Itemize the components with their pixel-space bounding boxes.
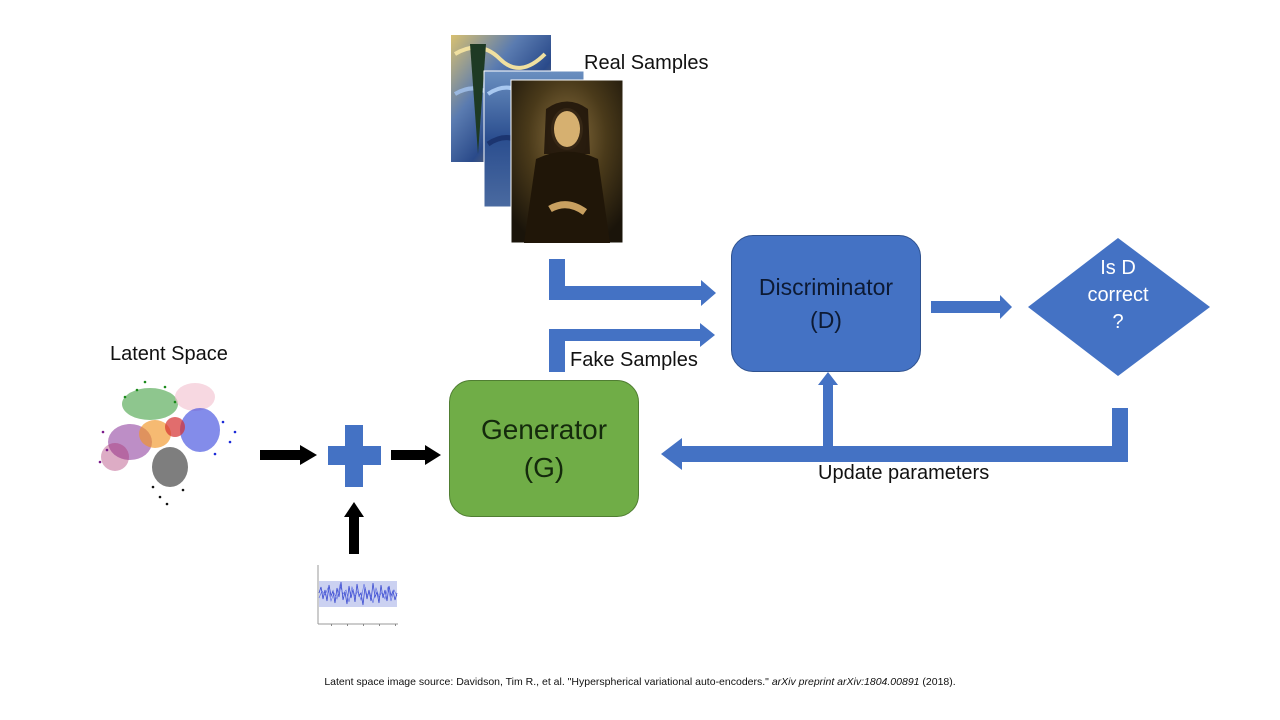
- citation-suffix: (2018).: [919, 676, 956, 688]
- real-samples-label: Real Samples: [584, 52, 709, 74]
- decision-line-1: Is D: [1100, 257, 1136, 279]
- decision-line-3: ?: [1112, 311, 1124, 333]
- latent-space-label: Latent Space: [110, 343, 228, 365]
- decision-line-2: correct: [1087, 284, 1149, 306]
- discriminator-symbol: (D): [810, 306, 842, 333]
- discriminator-box: Discriminator (D): [731, 235, 921, 372]
- latent-space-scatter-plot: [98, 380, 237, 506]
- discriminator-to-decision-arrow: [931, 295, 1012, 319]
- decision-label: Is D correct ?: [1048, 255, 1188, 336]
- generator-symbol: (G): [523, 451, 565, 483]
- noise-to-plus-arrow: [344, 502, 364, 554]
- plus-icon: [328, 425, 381, 487]
- update-parameters-label: Update parameters: [818, 462, 990, 484]
- generator-title: Generator: [480, 413, 608, 445]
- noise-signal-plot: [317, 565, 398, 626]
- fake-to-discriminator-arrow: [549, 323, 715, 372]
- image-source-citation: Latent space image source: Davidson, Tim…: [0, 676, 1280, 688]
- real-samples-image-stack: [451, 35, 624, 244]
- citation-prefix: Latent space image source: Davidson, Tim…: [324, 676, 772, 688]
- latent-to-plus-arrow: [260, 445, 317, 465]
- update-discriminator-arrow: [818, 372, 838, 452]
- update-parameters-arrow: [661, 408, 1128, 470]
- citation-journal: arXiv preprint arXiv:1804.00891: [771, 676, 920, 688]
- decision-diamond: [1028, 238, 1210, 376]
- real-to-discriminator-arrow: [549, 259, 716, 306]
- generator-box: Generator (G): [449, 380, 639, 517]
- fake-samples-label: Fake Samples: [570, 349, 698, 371]
- plus-to-generator-arrow: [391, 445, 441, 465]
- mona-lisa-painting: [510, 79, 624, 244]
- discriminator-title: Discriminator: [758, 273, 894, 300]
